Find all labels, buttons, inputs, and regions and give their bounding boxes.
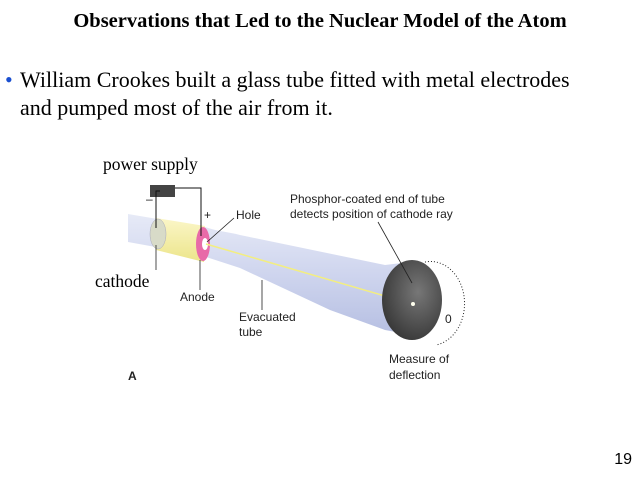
phosphor-screen <box>382 260 466 346</box>
phosphor-label-line2: detects position of cathode ray <box>290 207 453 221</box>
anode-label: Anode <box>180 290 215 304</box>
leader-lines <box>155 217 413 310</box>
cathode-ray <box>205 243 386 297</box>
hole-label: Hole <box>236 208 261 222</box>
measure-label-line1: Measure of <box>389 352 450 366</box>
page-number: 19 <box>614 451 632 468</box>
deflection-zero: 0 <box>445 312 452 326</box>
plus-sign: + <box>204 208 212 222</box>
measure-label-line2: deflection <box>389 368 441 382</box>
evacuated-label-line1: Evacuated <box>239 310 296 324</box>
power-supply-box <box>150 185 202 236</box>
glass-tube <box>128 214 412 335</box>
minus-sign: – <box>146 192 153 206</box>
evacuated-label-line2: tube <box>239 325 263 339</box>
bullet-marker: • <box>5 67 13 92</box>
power-supply-label: power supply <box>103 154 198 174</box>
cathode-disc <box>149 218 167 250</box>
cathode-label: cathode <box>95 271 150 291</box>
panel-label: A <box>128 369 137 383</box>
bullet-text-line2: and pumped most of the air from it. <box>20 95 333 120</box>
slide-title: Observations that Led to the Nuclear Mod… <box>73 10 567 32</box>
bullet-text-line1: William Crookes built a glass tube fitte… <box>20 67 570 92</box>
phosphor-label-line1: Phosphor-coated end of tube <box>290 192 445 206</box>
